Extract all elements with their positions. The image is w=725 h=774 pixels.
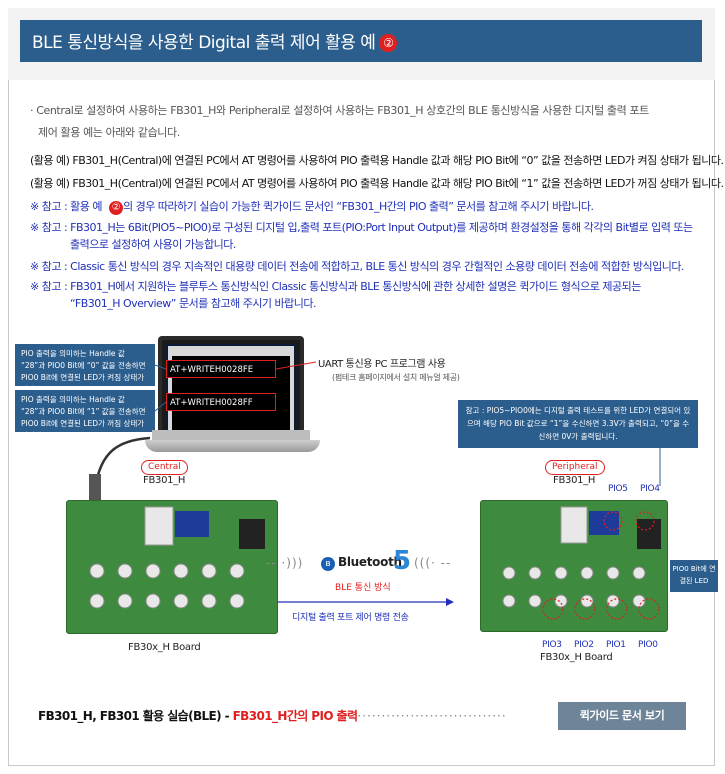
laptop-base (145, 440, 320, 452)
left-signal-waves: -- ·))) (266, 556, 304, 570)
note-1-number-badge: ② (109, 201, 124, 215)
peripheral-board-caption: FB30x_H Board (540, 652, 613, 663)
pio4-label: PIO4 (640, 484, 660, 494)
intro-line-1: · Central로 설정하여 사용하는 FB301_H와 Peripheral… (30, 104, 649, 117)
note-2-line-1: ※ 참고 : FB301_H는 6Bit(PIO5~PIO0)로 구성된 디지털… (30, 221, 693, 234)
pio0-label: PIO0 (638, 640, 658, 650)
callout-led-on: PIO 출력을 의미하는 Handle 값 “28”과 PIO0 Bit에 “0… (15, 344, 155, 394)
central-dip-switch (175, 511, 209, 537)
quick-guide-button[interactable]: 퀵가이드 문서 보기 (558, 702, 686, 730)
pio1-label: PIO1 (606, 640, 626, 650)
central-ble-module (144, 506, 174, 546)
peripheral-tag: Peripheral (545, 460, 605, 475)
note-1-text: 의 경우 따라하기 실습이 가능한 퀵가이드 문서인 “FB301_H간의 PI… (123, 200, 594, 213)
usb-plug (89, 474, 101, 500)
example-off: (활용 예) FB301_H(Central)에 연결된 PC에서 AT 명령어… (30, 177, 724, 190)
intro-line-2: 제어 활용 예는 아래와 같습니다. (38, 126, 180, 139)
note-4: ※ 참고 : FB301_H에서 지원하는 블루투스 통신방식인 Classic… (30, 278, 705, 312)
footer-lead: FB301_H, FB301 활용 실습(BLE) - (38, 709, 233, 723)
footer-link-text[interactable]: FB301_H, FB301 활용 실습(BLE) - FB301_H간의 PI… (38, 707, 507, 724)
central-module-name: FB301_H (143, 475, 186, 486)
peripheral-ble-module (560, 506, 588, 544)
ble-label: BLE 통신 방식 (335, 583, 391, 593)
note-4-line-1: ※ 참고 : FB301_H에서 지원하는 블루투스 통신방식인 Classic… (30, 280, 641, 293)
central-header-connector (239, 519, 265, 549)
footer-dots: ······························· (357, 709, 507, 723)
central-board-caption: FB30x_H Board (128, 642, 201, 653)
uart-pointer (275, 361, 317, 370)
central-board (66, 500, 278, 634)
laptop-keyboard (152, 430, 310, 442)
bluetooth-icon: ʙ (321, 557, 335, 571)
uart-title: UART 통신용 PC 프로그램 사용 (318, 359, 446, 370)
callout-off-pointer (154, 401, 167, 412)
uart-subtitle: (펌테크 홈페이지에서 설치 메뉴얼 제공) (332, 373, 460, 382)
intro-paragraph: · Central로 설정하여 사용하는 FB301_H와 Peripheral… (30, 100, 700, 144)
bluetooth-word: Bluetooth (338, 555, 402, 569)
page-title-text: BLE 통신방식을 사용한 Digital 출력 제어 활용 예 (32, 33, 376, 53)
central-tag: Central (141, 460, 188, 475)
transmit-arrow-head (446, 598, 454, 606)
pio0-led-callout: PIO0 Bit에 연결된 LED (670, 560, 718, 592)
pio2-label: PIO2 (574, 640, 594, 650)
pio3-label: PIO3 (542, 640, 562, 650)
right-note: 참고 : PIO5~PIO0에는 디지털 출력 테스트를 위한 LED가 연결되… (458, 400, 698, 448)
note-4-line-2: “FB301_H Overview” 문서를 참고해 주시기 바랍니다. (70, 297, 317, 310)
peripheral-board-art (502, 506, 661, 620)
transmit-label: 디지털 출력 포트 제어 명령 전송 (292, 613, 409, 623)
right-signal-waves: (((· -- (414, 556, 452, 570)
peripheral-module-name: FB301_H (553, 475, 596, 486)
header-bar (20, 20, 702, 62)
peripheral-dip-switch (589, 511, 619, 535)
note-2-line-2: 출력으로 설정하여 사용이 가능합니다. (70, 238, 236, 251)
callout-on-pointer (154, 364, 167, 370)
peripheral-header-connector (637, 519, 661, 549)
pio5-label: PIO5 (608, 484, 628, 494)
note-3-line-1: ※ 참고 : Classic 통신 방식의 경우 지속적인 대용량 데이터 전송… (30, 260, 685, 273)
command-off: AT+WRITEH0028FF (166, 393, 276, 411)
callout-led-off: PIO 출력을 의미하는 Handle 값 “28”과 PIO0 Bit에 “1… (15, 390, 155, 440)
peripheral-board (480, 500, 668, 632)
note-2: ※ 참고 : FB301_H는 6Bit(PIO5~PIO0)로 구성된 디지털… (30, 219, 705, 253)
bluetooth-version: 5 (393, 546, 412, 576)
note-3: ※ 참고 : Classic 통신 방식의 경우 지속적인 대용량 데이터 전송… (30, 258, 705, 275)
title-number-badge: ② (379, 34, 398, 52)
example-on: (활용 예) FB301_H(Central)에 연결된 PC에서 AT 명령어… (30, 154, 724, 167)
command-on: AT+WRITEH0028FE (166, 360, 276, 378)
central-board-art (89, 506, 265, 609)
footer-highlight: FB301_H간의 PIO 출력 (232, 709, 358, 723)
note-1-prefix: ※ 참고 : 활용 예 (30, 200, 106, 213)
